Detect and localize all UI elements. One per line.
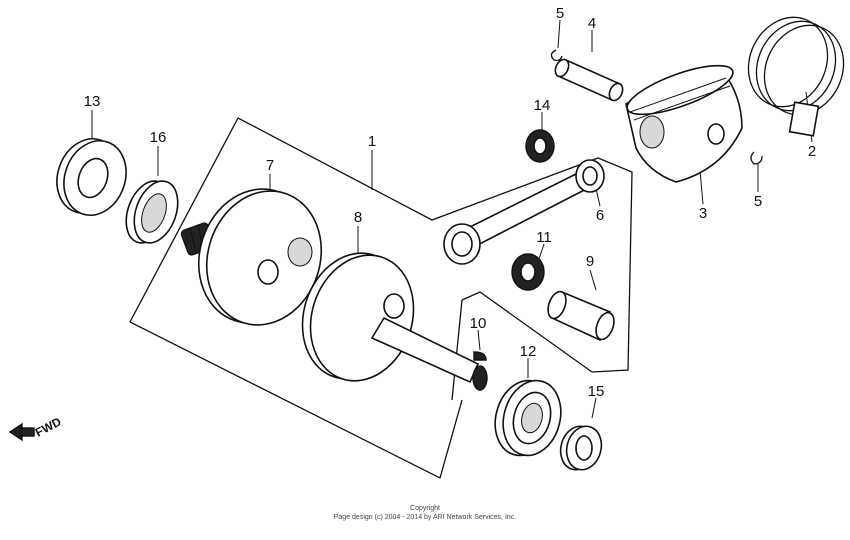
copyright-heading: Copyright bbox=[410, 505, 440, 512]
part-label: 5 bbox=[754, 193, 762, 210]
ball-bearing bbox=[494, 379, 562, 457]
fwd-label: FWD bbox=[33, 414, 64, 439]
woodruff-key bbox=[473, 351, 487, 361]
copyright-notice: Page design (c) 2004 - 2014 by ARI Netwo… bbox=[333, 514, 517, 521]
part-label: 10 bbox=[470, 315, 487, 332]
connecting-rod bbox=[443, 159, 605, 265]
part-label: 7 bbox=[266, 157, 274, 174]
crank-pin bbox=[547, 290, 615, 342]
part-label: 16 bbox=[150, 129, 167, 146]
part-label: 2 bbox=[808, 143, 816, 160]
part-label: 8 bbox=[354, 209, 362, 226]
big-end-needle-bearing bbox=[511, 253, 545, 291]
piston-pin-clip-top bbox=[550, 49, 563, 62]
part-label: 3 bbox=[699, 205, 707, 222]
part-label: 1 bbox=[368, 133, 376, 150]
piston bbox=[625, 64, 743, 183]
piston-pin-clip-bottom bbox=[750, 151, 763, 165]
part-label: 4 bbox=[588, 15, 596, 32]
part-label: 11 bbox=[536, 229, 552, 246]
piston-pin bbox=[554, 58, 624, 102]
forward-direction-indicator: FWD bbox=[8, 414, 64, 442]
small-end-needle-bearing bbox=[525, 129, 555, 163]
part-labels: 1 2 3 4 5 5 6 7 8 9 10 11 12 13 14 15 16 bbox=[84, 5, 817, 400]
part-label: 9 bbox=[586, 253, 594, 270]
part-label: 12 bbox=[520, 343, 537, 360]
part-label: 14 bbox=[534, 97, 551, 114]
oil-seal bbox=[125, 180, 179, 244]
left-crank-flywheel bbox=[180, 188, 323, 326]
crankshaft-assembly-frame bbox=[129, 117, 633, 479]
oil-seal-ring bbox=[56, 138, 127, 216]
part-label: 15 bbox=[588, 383, 605, 400]
part-label: 13 bbox=[84, 93, 101, 110]
part-label: 6 bbox=[596, 207, 604, 224]
piston-rings bbox=[747, 16, 845, 137]
washer bbox=[559, 425, 603, 471]
right-crank-half bbox=[301, 252, 488, 391]
part-label: 5 bbox=[556, 5, 564, 22]
